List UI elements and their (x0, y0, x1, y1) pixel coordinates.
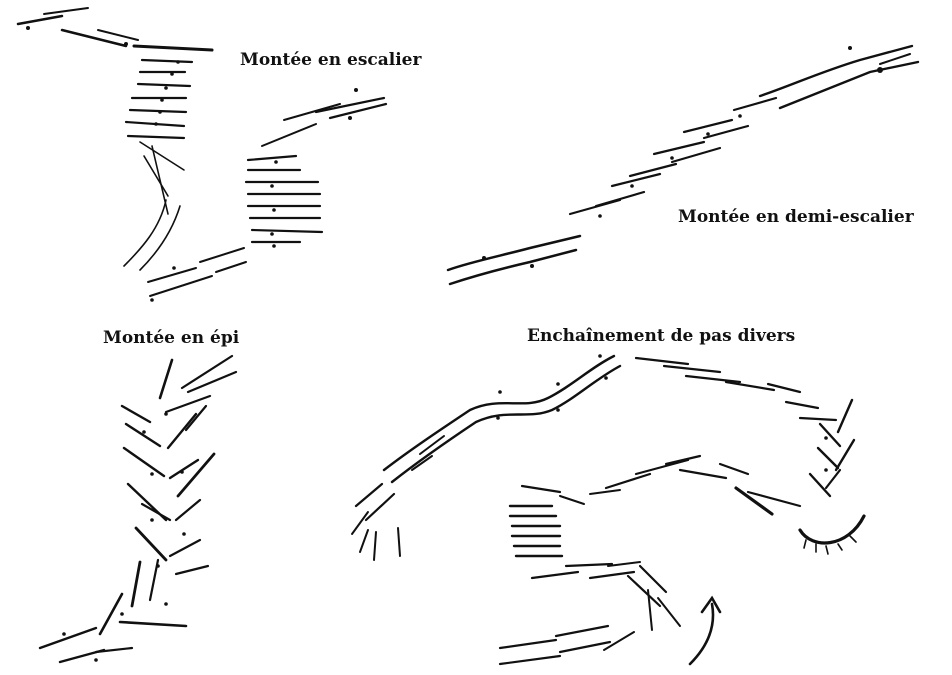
panel-divers-tracks (352, 354, 864, 664)
panel-escalier-tracks (18, 8, 386, 302)
panel-demi-escalier-tracks (448, 46, 918, 284)
panel-epi-tracks (40, 356, 236, 662)
